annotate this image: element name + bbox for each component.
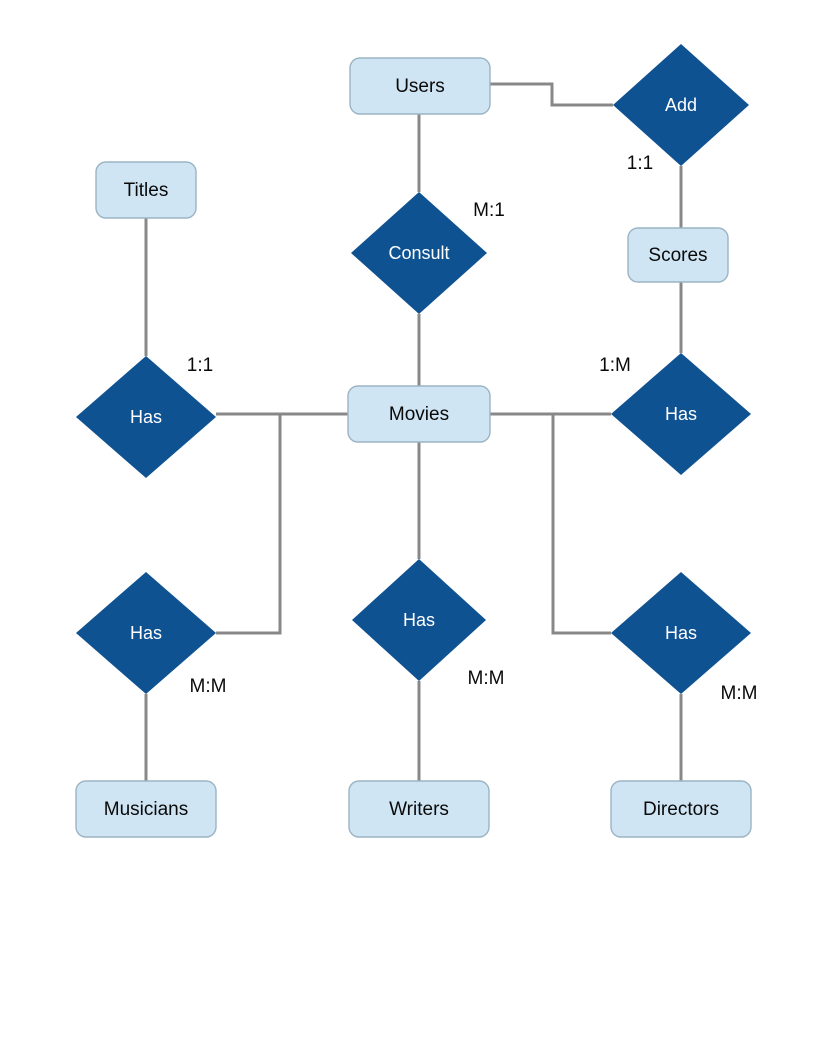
relationship-label-add: Add [665, 95, 697, 115]
entity-scores[interactable]: Scores [627, 227, 729, 283]
relationship-label-has-writers: Has [403, 610, 435, 630]
conn-movies-hasmusicians [216, 414, 282, 635]
relationship-diamond-has-writers[interactable] [352, 559, 486, 681]
entity-box-musicians[interactable] [75, 780, 217, 838]
relationship-consult[interactable]: Consult [351, 192, 487, 314]
relationship-add[interactable]: Add [613, 44, 749, 166]
relationship-label-has-directors: Has [665, 623, 697, 643]
entity-movies[interactable]: Movies [347, 385, 491, 443]
entity-musicians[interactable]: Musicians [75, 780, 217, 838]
card-writers: M:M [468, 668, 505, 689]
card-directors: M:M [721, 683, 758, 704]
relationship-has-writers[interactable]: Has [352, 559, 486, 681]
card-musicians: M:M [190, 676, 227, 697]
entity-box-writers[interactable] [348, 780, 490, 838]
relationship-has-directors[interactable]: Has [611, 572, 751, 694]
entity-label-titles: Titles [124, 180, 169, 201]
relationship-label-has-musicians: Has [130, 623, 162, 643]
relationship-diamond-has-directors[interactable] [611, 572, 751, 694]
entity-box-directors[interactable] [610, 780, 752, 838]
relationship-label-has-scores: Has [665, 404, 697, 424]
card-titles: 1:1 [187, 355, 213, 376]
relationship-label-consult: Consult [388, 243, 449, 263]
entity-box-scores[interactable] [627, 227, 729, 283]
card-add: 1:1 [627, 153, 653, 174]
relationship-has-titles[interactable]: Has [76, 356, 216, 478]
card-scores: 1:M [599, 355, 631, 376]
relationship-diamond-has-titles[interactable] [76, 356, 216, 478]
entity-label-writers: Writers [389, 799, 449, 820]
relationship-diamond-add[interactable] [613, 44, 749, 166]
relationship-diamond-consult[interactable] [351, 192, 487, 314]
entity-directors[interactable]: Directors [610, 780, 752, 838]
connector-layer [144, 82, 683, 781]
entity-titles[interactable]: Titles [95, 161, 197, 219]
relationship-has-musicians[interactable]: Has [76, 572, 216, 694]
conn-users-add [490, 82, 613, 107]
entity-box-users[interactable] [349, 57, 491, 115]
entity-label-scores: Scores [648, 245, 707, 266]
relationship-label-has-titles: Has [130, 407, 162, 427]
entity-users[interactable]: Users [349, 57, 491, 115]
entity-box-movies[interactable] [347, 385, 491, 443]
relationship-diamond-has-musicians[interactable] [76, 572, 216, 694]
card-consult: M:1 [473, 200, 505, 221]
conn-movies-hasdirectors [551, 414, 611, 635]
entity-label-musicians: Musicians [104, 799, 188, 820]
relationship-diamond-has-scores[interactable] [611, 353, 751, 475]
entity-label-users: Users [395, 76, 445, 97]
entity-writers[interactable]: Writers [348, 780, 490, 838]
relationship-has-scores[interactable]: Has [611, 353, 751, 475]
entity-label-movies: Movies [389, 404, 449, 425]
entity-label-directors: Directors [643, 799, 719, 820]
entity-box-titles[interactable] [95, 161, 197, 219]
